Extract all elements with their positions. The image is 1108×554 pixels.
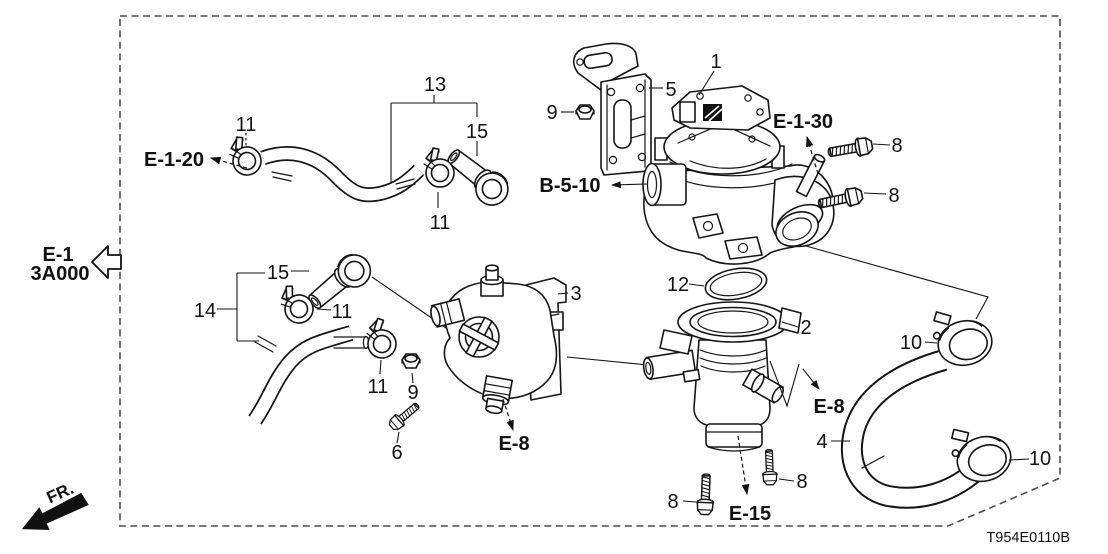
valve-top-port — [480, 264, 504, 297]
water-valve-assembly-drawing — [642, 85, 835, 265]
valve-left-port — [430, 298, 466, 328]
flange-bolt-drawing — [761, 448, 779, 486]
callout-6: 6 — [391, 442, 402, 464]
diagram-code: T954E0110B — [986, 530, 1070, 546]
callout-11: 11 — [368, 376, 389, 398]
callout-11: 11 — [430, 212, 451, 234]
front-direction-marker: FR. — [21, 479, 89, 530]
water-valve-drawing — [430, 264, 567, 415]
hex-nut-drawing — [575, 104, 595, 120]
callout-5: 5 — [665, 79, 676, 101]
e1-direction-outline-arrow-icon — [91, 245, 122, 279]
ref-label-e-8: E-8 — [498, 433, 529, 455]
callout-15: 15 — [267, 262, 289, 284]
connector-pins-patch — [703, 104, 723, 122]
water-hose-13-drawing — [260, 145, 425, 203]
flange-bolt-drawing — [695, 473, 716, 516]
fr-arrow-shaft — [40, 492, 89, 525]
reference-arrows — [209, 135, 820, 496]
valve-bottom-port — [481, 375, 513, 415]
ref-label-b-5-10: B-5-10 — [539, 175, 600, 197]
diagram-dashed-border — [119, 15, 1061, 527]
callout-15: 15 — [466, 121, 488, 143]
callout-8: 8 — [891, 135, 902, 157]
callout-leader-lines — [217, 70, 1030, 503]
case-left-nipple — [642, 349, 701, 383]
hose-clamp-drawing — [363, 316, 400, 361]
callout-8: 8 — [796, 471, 807, 493]
flange-bolt-drawing — [386, 398, 423, 434]
ref-label-e-15: E-15 — [729, 503, 771, 525]
valve-cross-detail — [458, 316, 500, 358]
callout-10: 10 — [1029, 448, 1051, 470]
callout-3: 3 — [570, 283, 581, 305]
hose-clamp-drawing — [276, 280, 317, 328]
hose-clamp-drawing — [423, 147, 455, 188]
callout-2: 2 — [800, 317, 811, 339]
callout-9: 9 — [407, 382, 418, 404]
callout-13: 13 — [424, 74, 446, 96]
ref-label-e-1-20: E-1-20 — [144, 149, 204, 171]
callout-11: 11 — [236, 114, 257, 136]
thermostat-case-drawing — [642, 301, 802, 452]
callout-8: 8 — [667, 491, 678, 513]
ref-label-e-1: E-1 — [42, 244, 73, 266]
water-hose-14-drawing — [248, 325, 370, 425]
o-ring-drawing — [704, 267, 768, 301]
callout-10: 10 — [900, 332, 922, 354]
callout-1: 1 — [710, 51, 721, 73]
fr-arrow-icon — [21, 507, 50, 530]
callout-11: 11 — [332, 301, 353, 323]
callout-12: 12 — [667, 274, 689, 296]
ref-label-3a000: 3A000 — [31, 263, 90, 285]
callout-9: 9 — [546, 102, 557, 124]
case-right-nipple — [742, 368, 785, 404]
hose-clamp-drawing — [226, 133, 264, 178]
hex-nut-drawing — [401, 353, 421, 369]
callout-4: 4 — [816, 431, 827, 453]
callout-14: 14 — [194, 300, 216, 322]
flange-bolt-drawing — [826, 135, 875, 163]
mounting-bracket-drawing — [572, 42, 652, 176]
ref-label-e-1-30: E-1-30 — [773, 111, 833, 133]
ref-label-e-8: E-8 — [813, 396, 844, 418]
callout-8: 8 — [888, 185, 899, 207]
